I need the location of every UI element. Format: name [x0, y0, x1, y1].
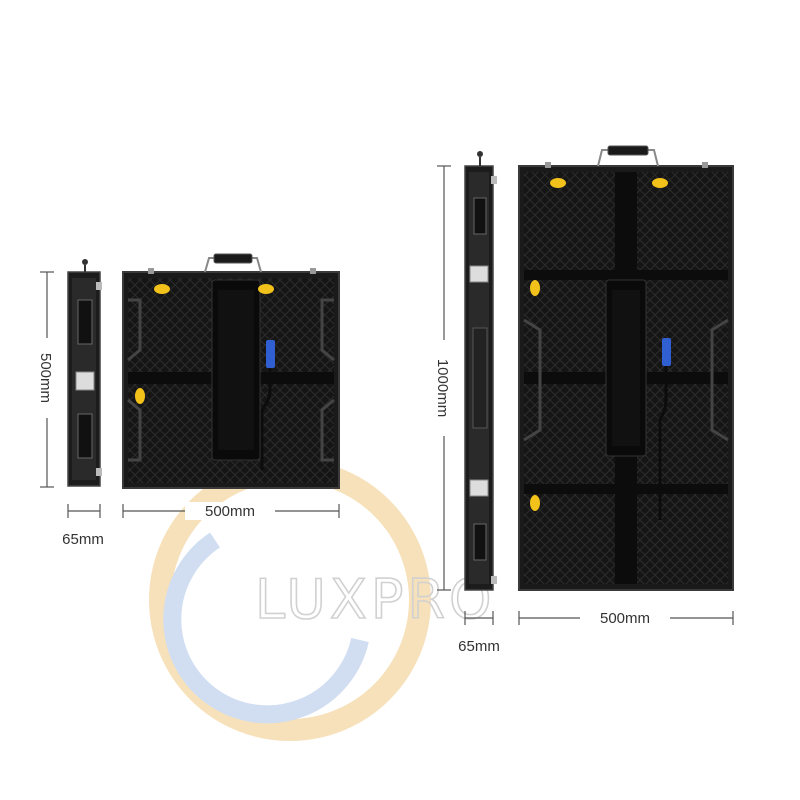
- large-carry-handle-icon: [597, 145, 659, 167]
- large-depth-dimension: 65mm: [458, 611, 500, 655]
- power-connector-icon: [260, 340, 275, 470]
- large-depth-label: 65mm: [458, 638, 500, 655]
- large-height-dimension: 1000mm: [434, 165, 453, 591]
- small-height-label: 500mm: [37, 353, 54, 403]
- small-depth-dimension: 65mm: [62, 504, 104, 548]
- large-cabinet-lock-icon: [530, 178, 668, 511]
- large-width-label: 500mm: [600, 610, 650, 627]
- small-cabinet-side-view: [67, 259, 102, 487]
- large-height-label: 1000mm: [434, 359, 451, 417]
- watermark-text: LUXPRO: [255, 568, 496, 631]
- large-cabinet-back-view: [518, 145, 734, 591]
- small-height-dimension: 500mm: [37, 271, 56, 488]
- small-cabinet-back-view: [122, 253, 340, 489]
- carry-handle-icon: [204, 253, 262, 273]
- large-cabinet-side-view: [464, 151, 497, 591]
- small-width-label: 500mm: [205, 503, 255, 520]
- small-depth-label: 65mm: [62, 531, 104, 548]
- cabinet-lock-icon: [135, 284, 274, 404]
- small-width-dimension: 500mm: [122, 502, 340, 520]
- large-width-dimension: 500mm: [518, 609, 734, 627]
- large-power-connector-icon: [658, 338, 671, 520]
